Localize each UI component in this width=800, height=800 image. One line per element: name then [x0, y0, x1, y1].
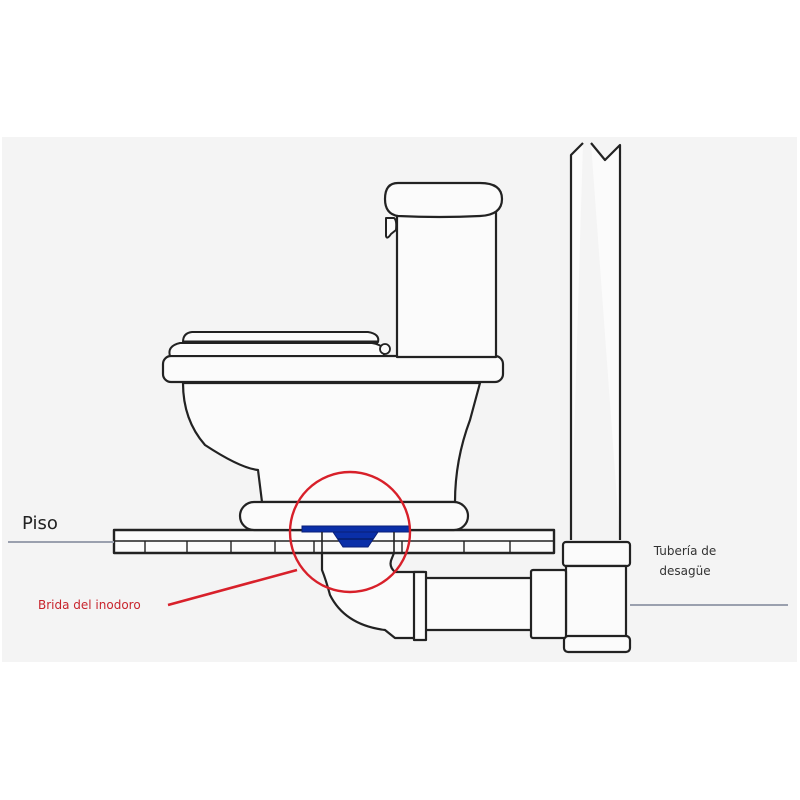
drain-pipe-label-line1: Tubería de [653, 544, 717, 558]
flange-label-text: Brida del inodoro [38, 598, 141, 612]
flange-callout-line [167, 568, 298, 607]
drain-pipe-label: Tubería de desagüe [650, 541, 720, 581]
vertical-stack [561, 142, 632, 654]
drain-pipe-label-line2: desagüe [659, 564, 711, 578]
toilet-tank [383, 181, 504, 359]
toilet-bowl [161, 354, 505, 532]
toilet-flange [301, 525, 411, 548]
floor-label: Piso [22, 513, 58, 534]
flange-label: Brida del inodoro [38, 598, 141, 612]
toilet-seat [168, 331, 391, 357]
tank-lever [385, 217, 398, 239]
drain-elbow [320, 552, 428, 642]
horizontal-drain [422, 568, 568, 640]
flange-highlight-circle [288, 470, 412, 594]
